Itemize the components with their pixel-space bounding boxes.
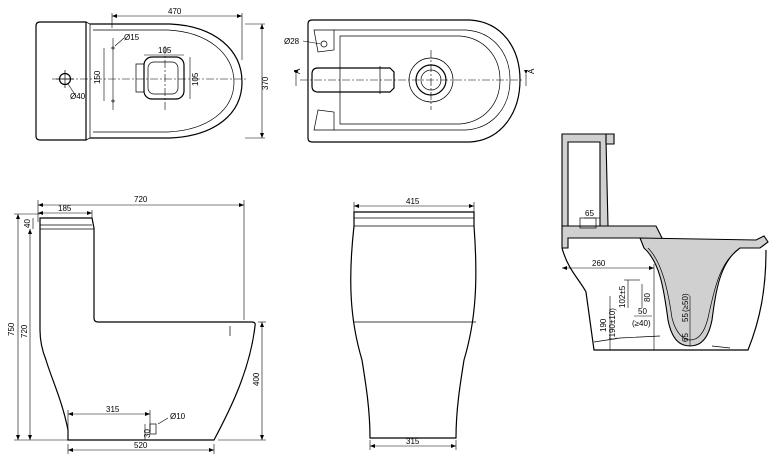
dim-ge50: (≥50) — [681, 293, 690, 312]
dim-65-top: 65 — [585, 209, 594, 218]
dim-190: 190 — [599, 318, 608, 332]
dim-720-top: 720 — [134, 195, 148, 204]
dim-80: 80 — [643, 293, 652, 302]
dim-720-vertical: 720 — [20, 324, 29, 338]
section-a-right: A — [527, 68, 536, 74]
side-view: 720 185 40 750 720 400 315 Ø10 — [7, 195, 266, 454]
bottom-view: A A Ø28 — [284, 19, 536, 143]
dim-750: 750 — [7, 322, 16, 336]
dim-phi15: Ø15 — [124, 33, 140, 42]
dim-190-tolerance: (190±10) — [608, 308, 617, 340]
dim-105-vertical: 105 — [191, 72, 200, 86]
dim-470: 470 — [168, 7, 182, 16]
dim-260: 260 — [592, 259, 606, 268]
dim-40: 40 — [23, 219, 32, 228]
dim-65-bottom: 65 — [681, 333, 690, 342]
dim-30: 30 — [143, 429, 152, 438]
dim-150: 150 — [93, 70, 102, 84]
dim-55: 55 — [681, 313, 690, 322]
section-a-left: A — [293, 68, 302, 74]
dim-102: 102±5 — [618, 285, 627, 308]
dim-ge40: (≥40) — [632, 319, 651, 328]
dim-phi40: Ø40 — [70, 92, 86, 101]
dim-phi28: Ø28 — [284, 37, 300, 46]
dim-315-front: 315 — [406, 437, 420, 446]
section-view: 65 260 102±5 80 50 (≥40) 190 (190±10) 65… — [561, 133, 769, 351]
dim-400: 400 — [252, 372, 261, 386]
dim-185: 185 — [58, 204, 72, 213]
top-view: 470 370 150 105 105 Ø15 Ø40 — [35, 7, 270, 141]
dim-520: 520 — [134, 441, 148, 450]
dim-50: 50 — [638, 307, 647, 316]
dim-105-horizontal: 105 — [158, 46, 172, 55]
dim-315-side: 315 — [106, 405, 120, 414]
front-view: 415 315 — [350, 197, 477, 450]
dim-415: 415 — [406, 197, 420, 206]
dim-370: 370 — [261, 76, 270, 90]
dim-phi10: Ø10 — [170, 412, 186, 421]
